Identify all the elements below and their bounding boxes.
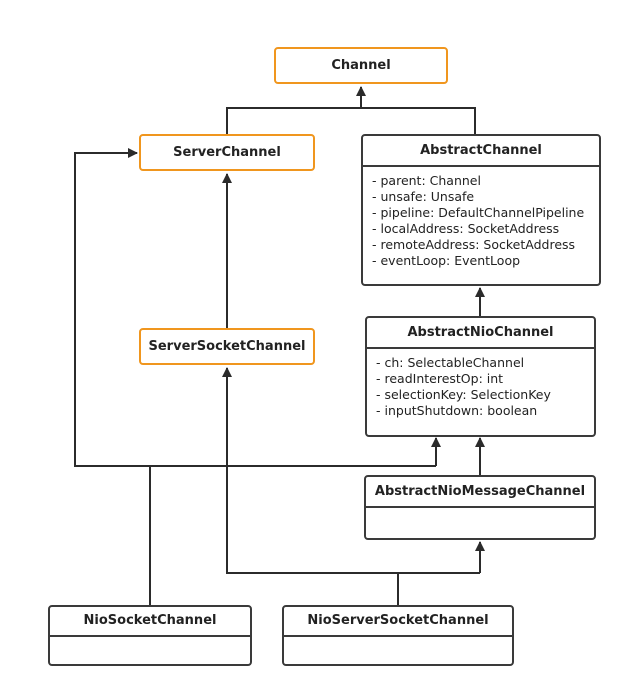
niosocketchannel-title: NioSocketChannel: [50, 607, 250, 637]
abstractniomessagechannel-class-box: AbstractNioMessageChannel: [364, 475, 596, 540]
abstractchannel-title: AbstractChannel: [363, 136, 599, 167]
attribute: - eventLoop: EventLoop: [372, 253, 521, 268]
serverchannel-interface-box: ServerChannel: [139, 134, 315, 171]
attribute: - ch: SelectableChannel: [376, 355, 525, 370]
nioserversocketchannel-class-box: NioServerSocketChannel: [282, 605, 514, 666]
abstractchannel-class-box: AbstractChannel - parent: Channel - unsa…: [361, 134, 601, 286]
abstractniochannel-class-box: AbstractNioChannel - ch: SelectableChann…: [365, 316, 596, 437]
attribute: - selectionKey: SelectionKey: [376, 387, 551, 402]
abstractniomessagechannel-title: AbstractNioMessageChannel: [366, 477, 594, 508]
serversocketchannel-interface-box: ServerSocketChannel: [139, 328, 315, 365]
edge-nioserversocketchannel-to-serversocketchannel: [222, 367, 480, 574]
attribute: - readInterestOp: int: [376, 371, 504, 386]
edge-niosocketchannel-to-serverchannel: [74, 148, 436, 467]
abstractniochannel-attributes: - ch: SelectableChannel - readInterestOp…: [367, 349, 594, 419]
attribute: - remoteAddress: SocketAddress: [372, 237, 576, 252]
attribute: - pipeline: DefaultChannelPipeline: [372, 205, 585, 220]
attribute: - parent: Channel: [372, 173, 481, 188]
nioserversocketchannel-title: NioServerSocketChannel: [284, 607, 512, 637]
attribute: - inputShutdown: boolean: [376, 403, 538, 418]
edge-serverchannel-to-channel: [226, 107, 476, 134]
abstractniochannel-title: AbstractNioChannel: [367, 318, 594, 349]
serversocketchannel-title: ServerSocketChannel: [148, 339, 306, 354]
abstractchannel-attributes: - parent: Channel - unsafe: Unsafe - pip…: [363, 167, 599, 269]
channel-title: Channel: [331, 58, 391, 73]
niosocketchannel-class-box: NioSocketChannel: [48, 605, 252, 666]
attribute: - unsafe: Unsafe: [372, 189, 475, 204]
channel-interface-box: Channel: [274, 47, 448, 84]
attribute: - localAddress: SocketAddress: [372, 221, 560, 236]
serverchannel-title: ServerChannel: [173, 145, 281, 160]
